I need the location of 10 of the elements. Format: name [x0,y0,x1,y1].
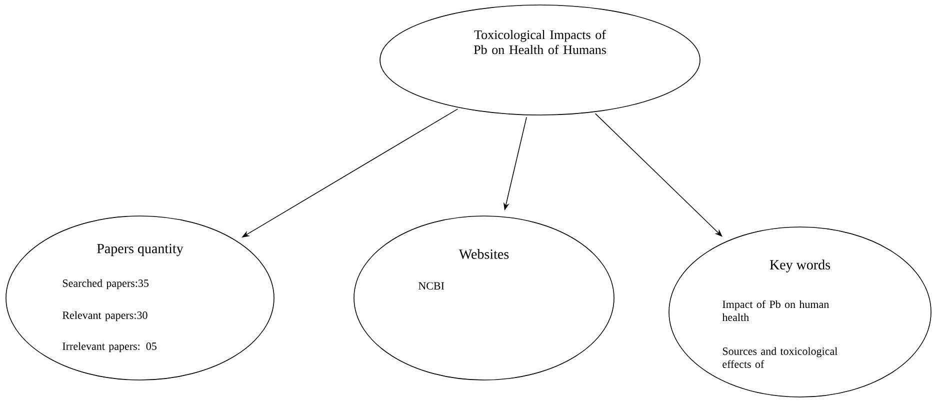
body-text: Impact of Pb on human health [722,300,829,322]
body-text: NCBI [418,282,444,290]
body-text: Sources and toxicological effects of [722,347,838,368]
heading-text: Websites [458,249,509,259]
heading-text: Key words [770,260,830,272]
body-text: Relevant papers:30 [62,311,148,322]
heading-text: Papers quantity [97,244,184,256]
body-text: Searched papers:35 [62,279,149,290]
body-text: Irrelevant papers: 05 [62,342,156,352]
title-text: Toxicological Impacts of Pb on Health of Humans [474,30,606,54]
